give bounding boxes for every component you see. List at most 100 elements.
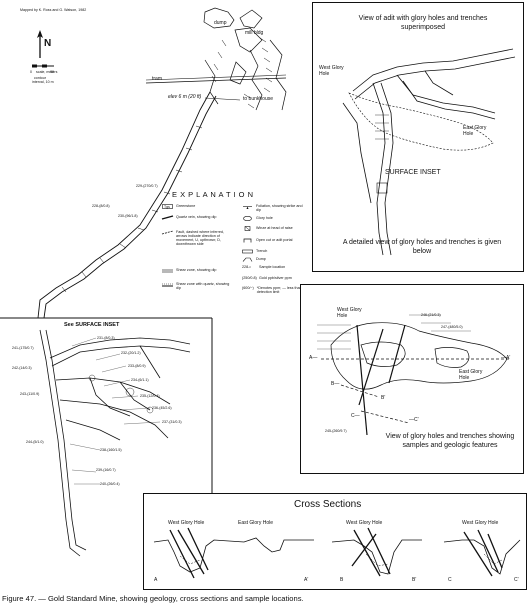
sample-label: 237-(31/0.3) (162, 420, 182, 424)
sample-label: 238-(160/1.5) (100, 448, 122, 452)
shear-zone-icon (162, 269, 173, 273)
figure-caption: Figure 47. — Gold Standard Mine, showing… (2, 594, 304, 603)
legend-item: Shear zone, showing dip (162, 268, 232, 273)
sample-label: 243-(11/0.9) (20, 392, 40, 396)
cross-sections-drawing (153, 527, 521, 579)
sample-label: 240-(26/0.4) (100, 482, 120, 486)
scale-contour: contour (34, 76, 46, 80)
sample-label: 230-(96/1.8) (118, 214, 138, 218)
north-arrow-icon (32, 30, 54, 68)
east-glory-hole-label: East Glory Hole (463, 125, 487, 137)
surface-inset-label: SURFACE INSET (385, 169, 441, 176)
legend-item: Dump (242, 257, 306, 262)
inset-heading: View of adit with glory holes and trench… (358, 15, 488, 31)
sample-label: 232-(20/1.2) (121, 351, 141, 355)
legend-panel: E X P L A N A T I O N Tgs Greenstone Qua… (150, 190, 308, 310)
section-a-east-label: East Glory Hole (238, 520, 274, 526)
dump-label: dump (214, 20, 227, 26)
section-a-prime-end: A' (304, 577, 309, 583)
legend-item: Shear zone with quartz, showing dip (162, 282, 232, 290)
scale-zero: 0 (30, 70, 32, 74)
west-glory-hole-label: West Glory Hole (337, 307, 362, 319)
section-b-prime-marker: B' (381, 395, 386, 401)
mill-label: mill bldg (245, 30, 264, 36)
legend-item: Glory hole (242, 215, 306, 222)
sample-label: 233-(8/0.9) (128, 364, 146, 368)
section-c-marker: C— (351, 413, 360, 419)
section-c-prime-end: C' (514, 577, 519, 583)
section-c-prime-marker: —C' (409, 417, 419, 423)
glory-hole-ticks-main (88, 374, 154, 414)
scale-units: scale, meters (36, 70, 58, 74)
section-b-marker: B— (331, 381, 340, 387)
inset-footer: A detailed view of glory holes and trenc… (342, 239, 502, 255)
greenstone-icon: Tgs (162, 204, 173, 209)
cross-sections-panel: Cross Sections West Glory Hole East Glor… (143, 493, 527, 590)
glory-holes-inset: West Glory Hole East Glory Hole A— —A' B… (300, 284, 524, 474)
scale-interval: interval, 10 m (32, 80, 54, 84)
section-b-end: B (340, 577, 344, 583)
see-inset-label: See SURFACE INSET (64, 322, 120, 328)
adit-overview-drawing (342, 48, 516, 256)
glory-holes-caption: View of glory holes and trenches showing… (385, 433, 515, 449)
fault-icon (161, 230, 174, 235)
shear-quartz-icon (162, 283, 173, 287)
sample-label: 239-(16/0.7) (96, 468, 116, 472)
dump-icon (242, 257, 253, 262)
legend-item: (600/−) *Denotes ppm; — less than detect… (242, 286, 302, 295)
quartz-vein-icon (161, 215, 174, 220)
scale-ten: 10 (50, 70, 54, 74)
sample-leaders-main (69, 337, 161, 485)
section-b-west-label: West Glory Hole (346, 520, 383, 526)
legend-item: Winze at head of raise (242, 226, 306, 231)
legend-item: (250/0.8) Gold ppb/silver ppm (242, 276, 292, 280)
winze-icon (244, 226, 251, 231)
legend-item: Quartz vein, showing dip (161, 215, 232, 220)
glory-hole-icon (243, 215, 252, 222)
north-label: N (44, 38, 52, 49)
trench-icon (242, 249, 253, 254)
sample-label: 229-(270/0.7) (136, 184, 158, 188)
sample-label: 236-(45/2.6) (152, 406, 172, 410)
legend-title: E X P L A N A T I O N (172, 190, 254, 199)
sample-label: 245-(260/9.7) (325, 429, 347, 433)
section-a-west-label: West Glory Hole (168, 520, 205, 526)
section-c-end: C (448, 577, 452, 583)
section-c-west-label: West Glory Hole (462, 520, 499, 526)
legend-item: Foliation, showing strike and dip (242, 204, 306, 212)
sample-label: 244-(5/1.0) (26, 440, 44, 444)
tram-label: tram (152, 76, 162, 82)
foliation-icon (243, 206, 252, 209)
sample-label: 235-(12/0.4) (140, 394, 160, 398)
adit-corridor (37, 91, 217, 319)
section-a-marker: A— (309, 355, 318, 361)
legend-item: Open cut or adit portal (242, 238, 306, 243)
sample-label: 241-(175/0.7) (12, 346, 34, 350)
west-glory-hole-label: West Glory Hole (319, 65, 344, 77)
surface-inset-frame (0, 317, 213, 493)
sample-label: 228-(8/0.8) (92, 204, 110, 208)
section-a-prime-marker: —A' (501, 355, 511, 361)
svg-text:Tgs: Tgs (164, 205, 170, 209)
sample-label: 246-(21/0.3) (421, 313, 441, 317)
east-glory-hole-label: East Glory Hole (459, 369, 483, 381)
legend-item: Fault, dashed where inferred, arrows ind… (161, 230, 232, 246)
section-b-prime-end: B' (412, 577, 417, 583)
underground-workings (39, 329, 191, 557)
sample-label: 247-(480/5.0) (441, 325, 463, 329)
hillside-hachures (211, 37, 273, 109)
north-arrow-and-scale: N 0 scale, meters 10 contour interval, 1… (28, 28, 64, 88)
sample-label: 234-(6/1.1) (131, 378, 149, 382)
legend-item: Tgs Greenstone (162, 204, 196, 209)
portal-icon (243, 238, 252, 243)
map-credit: Mapped by K. Ross and G. Watson, 1982 (20, 8, 87, 12)
adit-sample-ticks (61, 125, 203, 293)
legend-item: 228-• Sample location (242, 265, 286, 269)
glory-holes-drawing (317, 314, 511, 436)
adit-overview-inset: View of adit with glory holes and trench… (312, 2, 524, 272)
section-a-end: A (154, 577, 158, 583)
mill-area (203, 7, 287, 111)
cross-sections-title: Cross Sections (294, 499, 362, 510)
sample-label: 242-(14/0.3) (12, 366, 32, 370)
